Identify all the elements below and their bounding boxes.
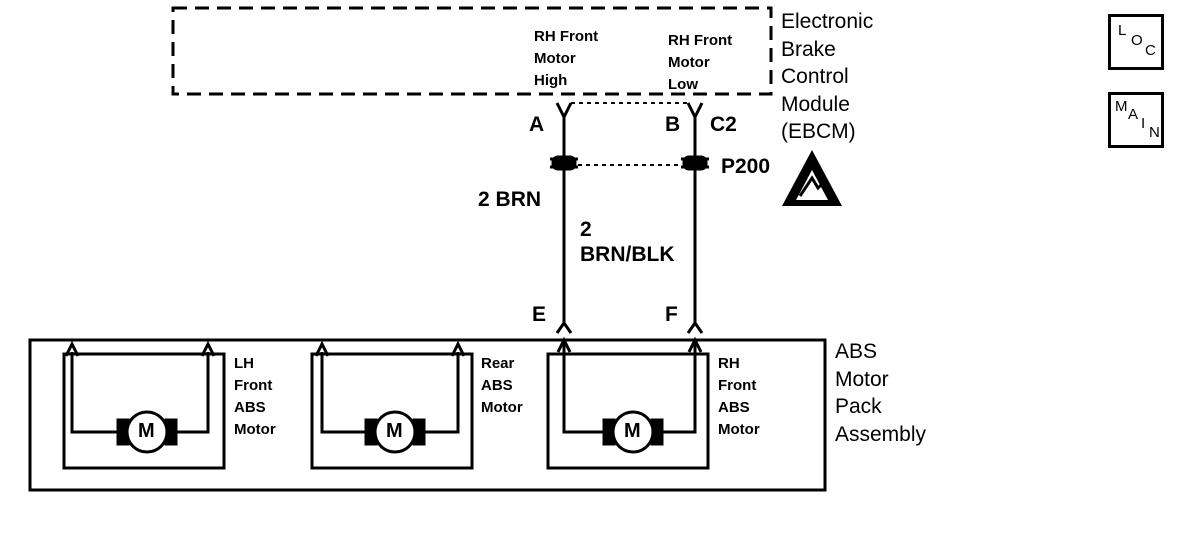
- main-icon-letter-a: A: [1128, 106, 1139, 123]
- motor-rear-symbol: M: [386, 420, 403, 442]
- ebcm-terminal-a: [555, 102, 573, 121]
- pin-a-label: A: [529, 113, 545, 136]
- motor-pack-terminal-f: [686, 320, 704, 334]
- main-icon: M A I N: [1108, 92, 1164, 148]
- wire-left-gauge: 2: [478, 188, 490, 211]
- loc-icon-letter-o: O: [1131, 32, 1143, 49]
- motor-rear: [310, 340, 474, 470]
- motor-rh-front-symbol: M: [624, 420, 641, 442]
- ebcm-box: [171, 6, 773, 96]
- ebcm-terminal-b: [686, 102, 704, 121]
- motor-pack-terminal-e: [555, 320, 573, 334]
- main-icon-letter-i: I: [1141, 115, 1146, 132]
- motor-lh-front-symbol: M: [138, 420, 155, 442]
- loc-icon-letter-c: C: [1145, 42, 1156, 59]
- motor-pack-box: [28, 338, 827, 492]
- motor-lh-front-label: LH Front ABS Motor: [234, 355, 276, 438]
- splice-p200-label: P200: [721, 155, 771, 178]
- ebcm-terminal-b-label: RH Front Motor Low: [668, 32, 733, 93]
- wire-right-color: BRN/BLK: [580, 243, 675, 266]
- motor-rh-front-label: RH Front ABS Motor: [718, 355, 760, 438]
- motor-pack-name: ABS Motor Pack Assembly: [835, 340, 927, 446]
- loc-icon-letter-l: L: [1118, 22, 1127, 39]
- ebcm-terminal-a-label: RH Front Motor High: [534, 28, 599, 89]
- connector-c2-label: C2: [710, 113, 737, 136]
- pin-b-label: B: [665, 113, 681, 136]
- motor-lh-front: [62, 340, 226, 470]
- main-icon-letter-n: N: [1149, 124, 1160, 141]
- ebcm-name: Electronic Brake Control Module (EBCM): [781, 10, 874, 143]
- splice-p200-right: [681, 155, 709, 171]
- motor-rh-front: [546, 336, 710, 470]
- wire-left-color: BRN: [495, 188, 542, 211]
- pin-e-label: E: [532, 303, 547, 326]
- wire-left-label: 2 BRN: [478, 188, 541, 212]
- pin-f-label: F: [665, 303, 678, 326]
- esd-warning-icon: [782, 150, 842, 206]
- wire-right-gauge: 2: [580, 218, 592, 241]
- main-icon-letter-m: M: [1115, 98, 1128, 115]
- loc-icon: L O C: [1108, 14, 1164, 70]
- splice-p200-left: [550, 155, 578, 171]
- motor-rear-label: Rear ABS Motor: [481, 355, 523, 416]
